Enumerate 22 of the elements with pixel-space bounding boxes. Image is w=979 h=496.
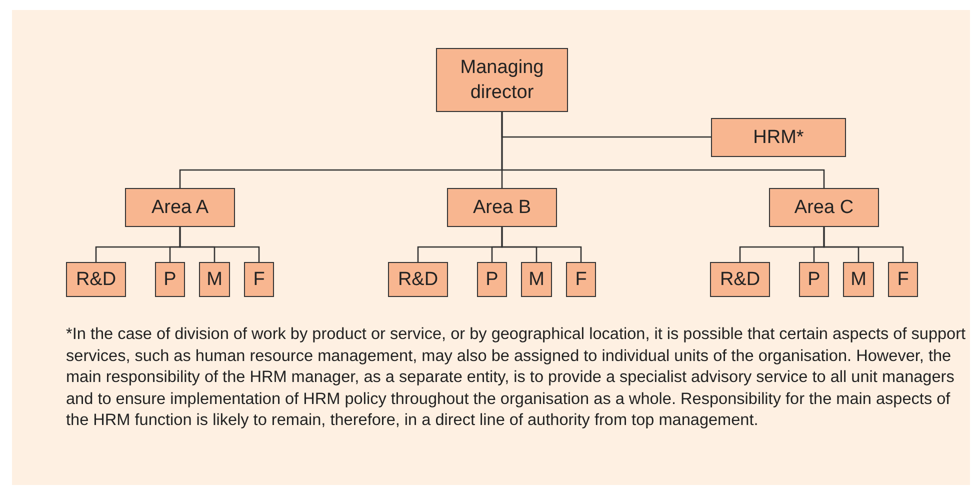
org-unit-box: M	[843, 262, 874, 297]
org-unit-box: P	[799, 262, 829, 297]
connector-line	[501, 112, 825, 188]
org-unit-box: Area C	[769, 188, 879, 227]
footnote: *In the case of division of work by product or service, or by geographical location, it is possible that certain aspects of support services, such as human resource management, may also be assigned to individual units of the organisation. However, the main responsibility of the HRM manager, as a separate entity, is to provide a specialist advisory service to all unit managers and to ensure implementation of HRM policy throughout the organisation as a whole. Responsibility for the main aspects of the HRM function is likely to remain, therefore, in a direct line of authority from top management.	[66, 324, 966, 431]
org-unit-box: F	[566, 262, 596, 297]
org-unit-box: R&D	[66, 262, 126, 297]
org-unit-box: Area B	[447, 188, 557, 227]
connector-line	[501, 227, 582, 262]
org-unit-box: Managing director	[436, 48, 568, 112]
org-unit-box: M	[199, 262, 230, 297]
org-unit-box: M	[521, 262, 552, 297]
org-unit-box: F	[888, 262, 918, 297]
org-unit-box: R&D	[710, 262, 770, 297]
connector-line	[823, 227, 904, 262]
org-unit-box: HRM*	[711, 118, 846, 157]
org-unit-box: P	[155, 262, 185, 297]
connector-line	[179, 227, 260, 262]
org-unit-box: F	[244, 262, 274, 297]
org-unit-box: Area A	[125, 188, 235, 227]
org-unit-box: R&D	[388, 262, 448, 297]
org-unit-box: P	[477, 262, 507, 297]
